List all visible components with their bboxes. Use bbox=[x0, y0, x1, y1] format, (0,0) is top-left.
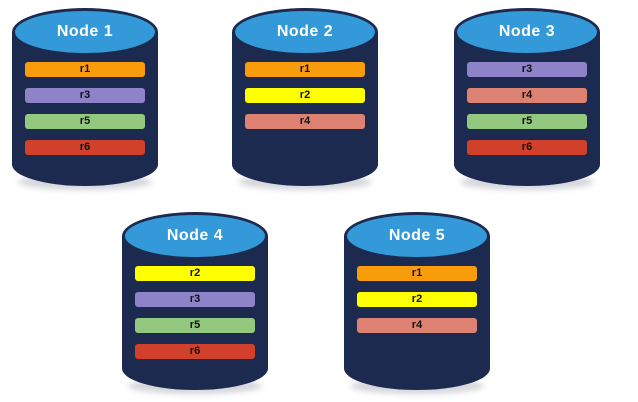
region-label: r1 bbox=[79, 63, 91, 75]
region-label: r3 bbox=[189, 293, 201, 305]
region-label: r1 bbox=[411, 267, 423, 279]
region-bar[interactable]: r6 bbox=[25, 140, 145, 155]
node-title: Node 3 bbox=[498, 23, 556, 40]
region-replica-list: r3 r4 r5 r6 bbox=[454, 62, 600, 155]
cylinder-top-face: Node 5 bbox=[347, 215, 487, 257]
node-title: Node 1 bbox=[56, 23, 114, 40]
region-label: r5 bbox=[79, 115, 91, 127]
region-bar[interactable]: r6 bbox=[135, 344, 255, 359]
region-bar[interactable]: r1 bbox=[25, 62, 145, 77]
region-bar[interactable]: r4 bbox=[357, 318, 477, 333]
cylinder-top-face: Node 3 bbox=[457, 11, 597, 53]
region-label: r3 bbox=[79, 89, 91, 101]
region-label: r6 bbox=[189, 345, 201, 357]
region-label: r6 bbox=[79, 141, 91, 153]
region-label: r5 bbox=[521, 115, 533, 127]
region-label: r3 bbox=[521, 63, 533, 75]
region-label: r2 bbox=[411, 293, 423, 305]
database-node-3[interactable]: Node 3 r3 r4 r5 r6 bbox=[454, 8, 600, 190]
region-label: r5 bbox=[189, 319, 201, 331]
region-bar[interactable]: r2 bbox=[357, 292, 477, 307]
region-replica-list: r1 r2 r4 bbox=[344, 266, 490, 333]
region-bar[interactable]: r4 bbox=[467, 88, 587, 103]
node-title: Node 4 bbox=[166, 227, 224, 244]
node-title: Node 5 bbox=[388, 227, 446, 244]
region-bar[interactable]: r6 bbox=[467, 140, 587, 155]
region-replica-list: r1 r2 r4 bbox=[232, 62, 378, 129]
cylinder-top-face: Node 4 bbox=[125, 215, 265, 257]
region-bar[interactable]: r1 bbox=[245, 62, 365, 77]
database-node-4[interactable]: Node 4 r2 r3 r5 r6 bbox=[122, 212, 268, 394]
region-replica-list: r2 r3 r5 r6 bbox=[122, 266, 268, 359]
region-bar[interactable]: r4 bbox=[245, 114, 365, 129]
region-bar[interactable]: r3 bbox=[135, 292, 255, 307]
database-node-1[interactable]: Node 1 r1 r3 r5 r6 bbox=[12, 8, 158, 190]
region-label: r4 bbox=[299, 115, 311, 127]
region-bar[interactable]: r3 bbox=[467, 62, 587, 77]
database-node-5[interactable]: Node 5 r1 r2 r4 bbox=[344, 212, 490, 394]
database-node-2[interactable]: Node 2 r1 r2 r4 bbox=[232, 8, 378, 190]
region-bar[interactable]: r5 bbox=[25, 114, 145, 129]
region-label: r4 bbox=[521, 89, 533, 101]
region-label: r6 bbox=[521, 141, 533, 153]
cylinder-top-face: Node 2 bbox=[235, 11, 375, 53]
region-bar[interactable]: r5 bbox=[135, 318, 255, 333]
region-label: r2 bbox=[299, 89, 311, 101]
region-bar[interactable]: r1 bbox=[357, 266, 477, 281]
region-label: r4 bbox=[411, 319, 423, 331]
region-bar[interactable]: r2 bbox=[245, 88, 365, 103]
region-label: r1 bbox=[299, 63, 311, 75]
region-bar[interactable]: r5 bbox=[467, 114, 587, 129]
region-replica-list: r1 r3 r5 r6 bbox=[12, 62, 158, 155]
cylinder-top-face: Node 1 bbox=[15, 11, 155, 53]
region-label: r2 bbox=[189, 267, 201, 279]
node-title: Node 2 bbox=[276, 23, 334, 40]
region-bar[interactable]: r2 bbox=[135, 266, 255, 281]
region-bar[interactable]: r3 bbox=[25, 88, 145, 103]
